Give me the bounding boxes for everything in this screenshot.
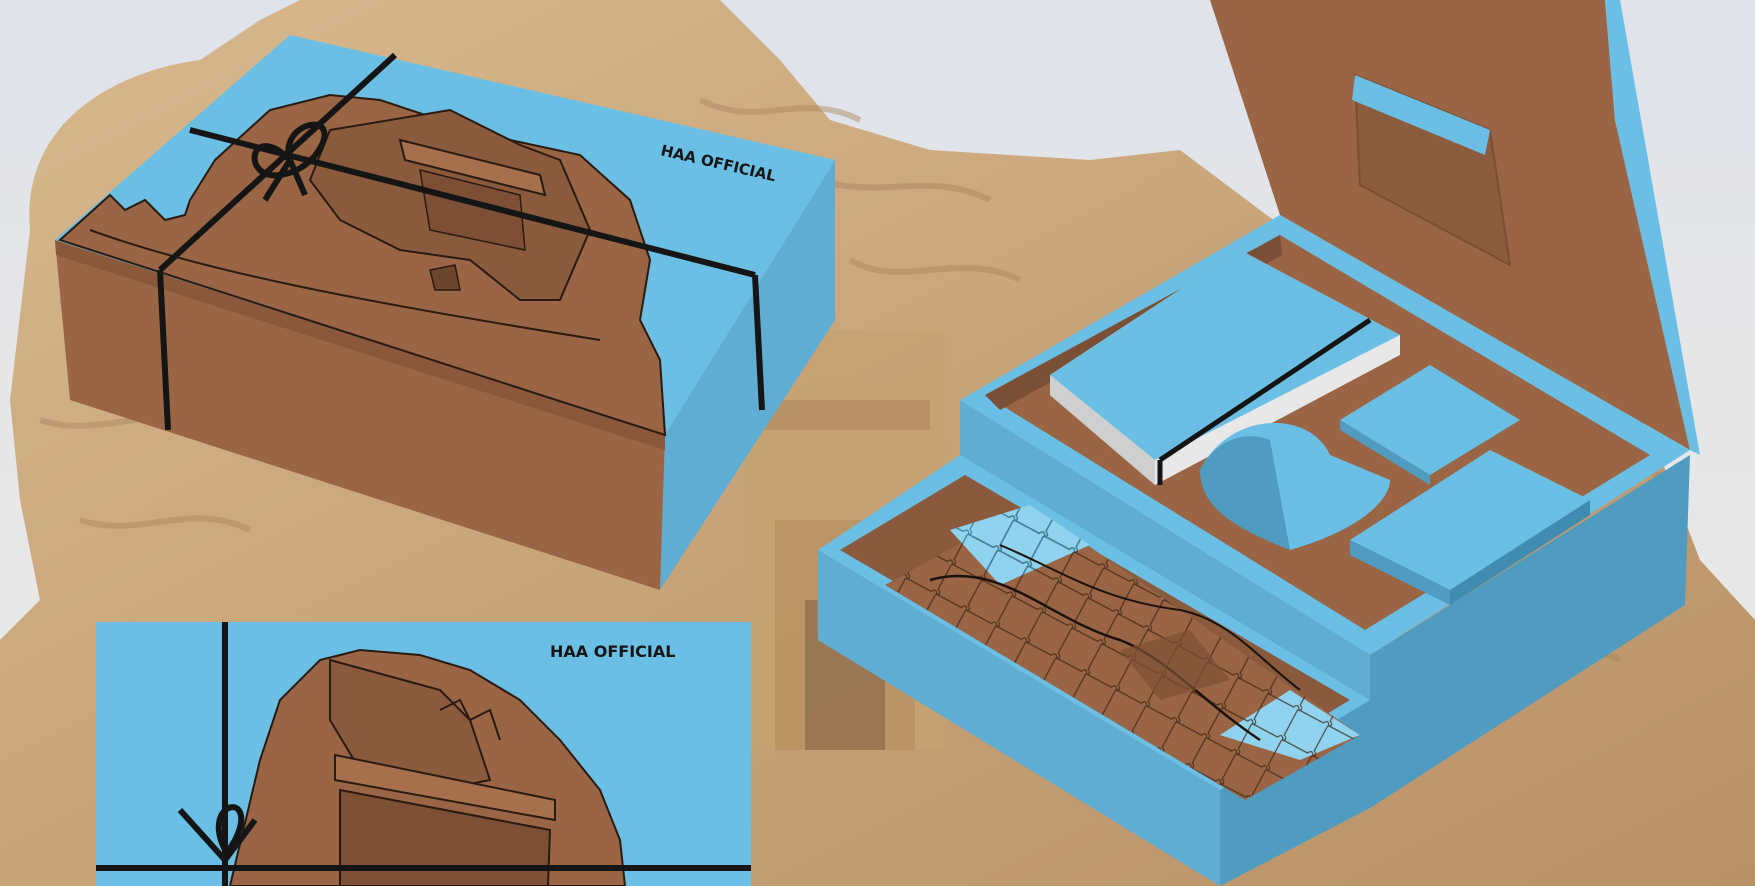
closed-gift-box: HAA OFFICIAL xyxy=(55,35,835,590)
qasr-al-farid-tomb-icon xyxy=(58,93,667,437)
rolled-item xyxy=(1200,422,1390,550)
open-gift-box xyxy=(818,0,1700,886)
flat-box-lid: HAA OFFICIAL xyxy=(96,622,751,886)
sticky-pad xyxy=(1340,365,1520,485)
flat-lid-brand-text: HAA OFFICIAL xyxy=(550,642,675,661)
open-box-right-face xyxy=(1370,455,1690,808)
drawer-front xyxy=(818,550,1220,886)
qasr-al-farid-tomb-icon xyxy=(228,648,627,886)
closed-box-front-face xyxy=(55,240,665,590)
notebook xyxy=(1050,250,1400,485)
flat-lid-ribbon xyxy=(96,622,751,886)
ribbon-bow-icon xyxy=(251,121,328,202)
ribbon-bow-icon xyxy=(177,804,258,863)
card-box xyxy=(1350,450,1590,605)
closed-box-end-face xyxy=(660,160,835,590)
jigsaw-puzzle-icon xyxy=(885,505,1360,800)
lid-card xyxy=(1352,75,1490,155)
